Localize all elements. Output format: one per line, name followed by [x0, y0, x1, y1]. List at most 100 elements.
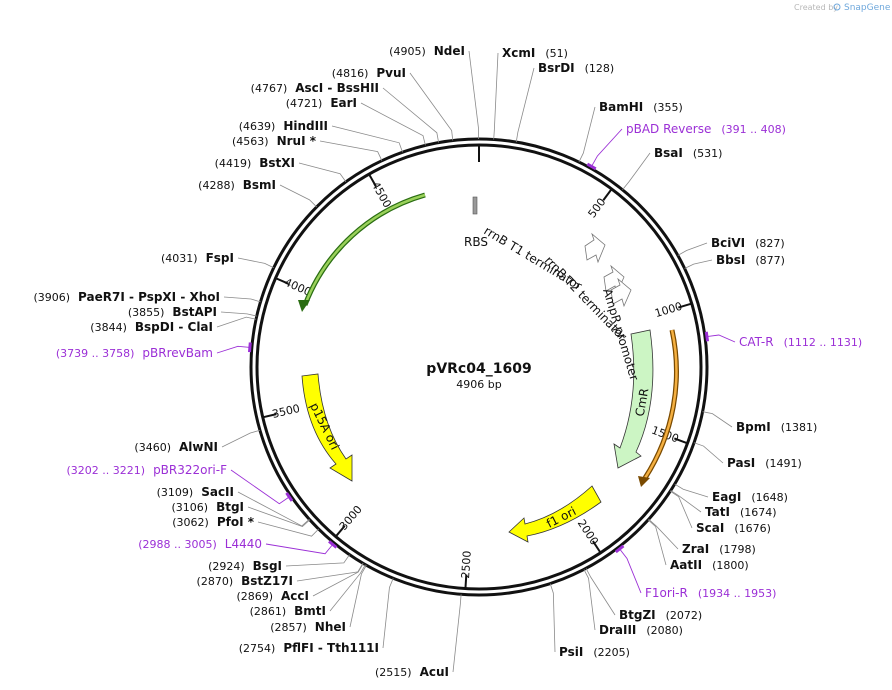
position-tick — [334, 525, 346, 538]
enzyme-site-label: (3109)SacII — [157, 485, 234, 499]
enzyme-site-label: (2861)BmtI — [250, 604, 326, 618]
primer-label: CAT-R(1112 .. 1131) — [739, 335, 862, 349]
enzyme-site-label: (4816)PvuI — [332, 66, 406, 80]
primer-marks — [247, 162, 710, 554]
enzyme-leader-line — [247, 506, 311, 528]
position-tick — [262, 413, 277, 419]
enzyme-leader-line — [285, 554, 350, 567]
feature-label-rbs: RBS — [464, 235, 488, 249]
enzyme-site-label: (3906)PaeR7I - PspXI - XhoI — [33, 290, 220, 304]
enzyme-site-label: BsaI(531) — [654, 146, 722, 160]
enzyme-leader-line — [493, 52, 499, 140]
enzyme-leader-line — [702, 411, 733, 428]
rrnb-t1-terminator-arrow — [584, 232, 606, 264]
enzyme-site-label: BciVI(827) — [711, 236, 785, 250]
position-tick — [678, 302, 693, 309]
feature-label-f1-ori: f1 ori — [544, 504, 578, 531]
enzyme-site-label: BtgZI(2072) — [619, 608, 702, 622]
primer-label: F1ori-R(1934 .. 1953) — [645, 586, 776, 600]
green-arc-arrowhead — [298, 300, 310, 312]
enzyme-leader-line — [468, 50, 480, 140]
enzyme-site-label: PasI(1491) — [727, 456, 802, 470]
enzyme-site-label: AatII(1800) — [670, 558, 749, 572]
primer-label: pBAD Reverse(391 .. 408) — [626, 122, 786, 136]
snapgene-watermark: Created by SnapGene — [794, 3, 891, 13]
position-tick-label: 1000 — [653, 300, 684, 320]
enzyme-site-label: BamHI(355) — [599, 100, 683, 114]
enzyme-leader-line — [382, 87, 440, 143]
position-tick — [673, 437, 688, 445]
position-tick — [368, 173, 377, 187]
primer-site-mark — [285, 492, 294, 502]
enzyme-site-label: (4031)FspI — [161, 251, 234, 265]
enzyme-leader-line — [331, 125, 403, 153]
enzyme-site-label: TatI(1674) — [705, 505, 777, 519]
plasmid-backbone-outer — [249, 137, 709, 597]
enzyme-labels: XcmI(51)BsrDI(128)BamHI(355)BsaI(531)Bci… — [33, 44, 817, 679]
enzyme-leader-line — [669, 490, 693, 529]
enzyme-site-label: (4563)NruI * — [232, 134, 317, 148]
primer-site-mark — [704, 331, 710, 342]
primer-site-mark — [328, 540, 338, 549]
position-tick-label: 3500 — [271, 402, 301, 421]
enzyme-leader-line — [515, 67, 535, 143]
enzyme-site-label: (2869)AccI — [236, 589, 309, 603]
enzyme-leader-line — [583, 569, 596, 631]
enzyme-site-label: (3460)AlwNI — [134, 440, 218, 454]
enzyme-site-label: (4639)HindIII — [239, 119, 328, 133]
enzyme-site-label: (2754)PflFI - Tth111I — [239, 641, 379, 655]
enzyme-leader-line — [452, 594, 462, 673]
position-tick — [464, 574, 468, 589]
enzyme-leader-line — [549, 583, 556, 653]
enzyme-leader-line — [237, 257, 274, 269]
primer-label: (2988 .. 3005)L4440 — [138, 537, 262, 551]
enzyme-leader-line — [684, 259, 713, 269]
enzyme-site-label: BsrDI(128) — [538, 61, 614, 75]
plasmid-backbone-inner — [255, 143, 703, 591]
watermark-prefix: Created by — [794, 3, 838, 12]
enzyme-leader-line — [257, 521, 319, 537]
site-leader-lines — [216, 50, 736, 673]
primer-leader-line — [591, 128, 623, 166]
enzyme-site-label: PsiI(2205) — [559, 645, 630, 659]
enzyme-leader-line — [329, 564, 366, 612]
p15a-ori-feature-arrow — [301, 373, 353, 482]
position-tick — [275, 277, 289, 285]
enzyme-site-label: EagI(1648) — [712, 490, 788, 504]
rbs-marker — [472, 196, 478, 215]
plasmid-name: pVRc04_1609 — [426, 361, 531, 377]
enzyme-site-label: (4721)EarI — [286, 96, 357, 110]
primer-site-mark — [247, 342, 252, 353]
enzyme-site-label: (4767)AscI - BssHII — [251, 81, 379, 95]
enzyme-leader-line — [319, 140, 383, 161]
primer-site-mark — [614, 544, 625, 554]
enzyme-site-label: ZraI(1798) — [682, 542, 756, 556]
position-tick-label: 2000 — [575, 517, 601, 548]
enzyme-leader-line — [312, 563, 364, 597]
primer-labels: pBAD Reverse(391 .. 408) CAT-R(1112 .. 11… — [56, 122, 862, 600]
enzyme-leader-line — [360, 102, 426, 146]
enzyme-site-label: (4288)BsmI — [198, 178, 276, 192]
primer-leader-line — [230, 469, 289, 505]
position-tick — [592, 540, 602, 554]
enzyme-leader-line — [622, 152, 651, 191]
enzyme-site-label: (2924)BsgI — [208, 559, 282, 573]
enzyme-leader-line — [677, 242, 708, 256]
enzyme-site-label: (3062)PfoI * — [172, 515, 254, 529]
enzyme-leader-line — [578, 106, 596, 163]
enzyme-leader-line — [693, 442, 724, 464]
enzyme-leader-line — [279, 184, 317, 208]
primer-leader-line — [216, 345, 249, 354]
ampr-promoter-arrow — [610, 277, 632, 308]
enzyme-site-label: (2857)NheI — [270, 620, 346, 634]
enzyme-leader-line — [382, 578, 394, 649]
enzyme-site-label: (3844)BspDI - ClaI — [90, 320, 213, 334]
enzyme-leader-line — [220, 311, 257, 317]
plasmid-size: 4906 bp — [456, 378, 501, 391]
enzyme-site-label: BpmI(1381) — [736, 420, 817, 434]
enzyme-leader-line — [409, 72, 454, 141]
position-tick-label: 4500 — [369, 179, 394, 210]
position-tick-label: 3000 — [337, 503, 365, 533]
green-feature-arc — [302, 192, 426, 306]
orange-feature-arc-fill — [643, 329, 678, 479]
